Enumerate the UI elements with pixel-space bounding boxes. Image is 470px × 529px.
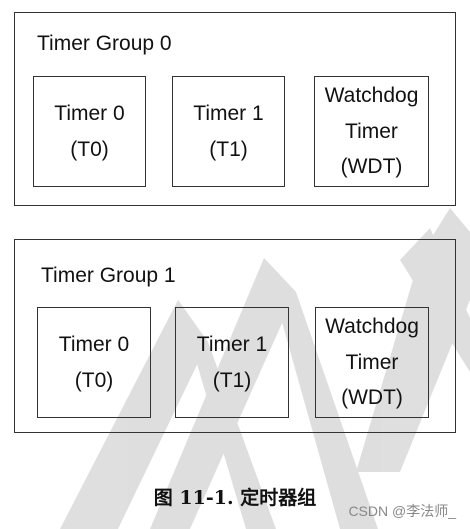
group-title: Timer Group 1: [41, 264, 176, 287]
timer-label: Timer 1: [193, 101, 264, 125]
timer-label: Timer 0: [54, 101, 125, 125]
group-title: Timer Group 0: [37, 32, 172, 55]
csdn-watermark-text: CSDN @李法师_: [348, 503, 456, 519]
timer-group-0: Timer Group 0 Timer 0 (T0) Timer 1 (T1) …: [14, 12, 456, 206]
timer-1-box: Timer 1 (T1): [172, 76, 285, 187]
watchdog-timer-box: Watchdog Timer (WDT): [314, 76, 429, 187]
figure-caption: 图 11-1. 定时器组: [153, 487, 317, 509]
watchdog-timer-box: Watchdog Timer (WDT): [315, 307, 429, 418]
timer-label-2: Timer: [345, 350, 399, 374]
timer-label: Watchdog: [324, 83, 419, 107]
timer-group-1: Timer Group 1 Timer 0 (T0) Timer 1 (T1) …: [14, 239, 456, 433]
timer-id: (WDT): [341, 386, 403, 410]
timer-id: (T1): [209, 137, 248, 161]
timer-id: (WDT): [340, 155, 403, 179]
timer-label: Timer 0: [58, 332, 130, 356]
timer-0-box: Timer 0 (T0): [33, 76, 146, 187]
timer-1-box: Timer 1 (T1): [175, 307, 289, 418]
timer-label: Watchdog: [325, 314, 419, 338]
timer-id: (T1): [212, 368, 252, 392]
timer-label: Timer 1: [196, 332, 268, 356]
timer-id: (T0): [74, 368, 114, 392]
timer-id: (T0): [70, 137, 109, 161]
timer-0-box: Timer 0 (T0): [37, 307, 151, 418]
timer-label-2: Timer: [345, 119, 398, 143]
